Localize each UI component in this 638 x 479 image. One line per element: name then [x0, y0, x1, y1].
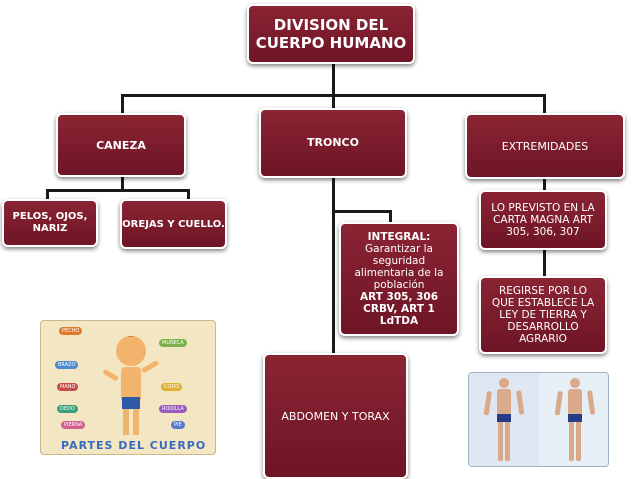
tronco-node: TRONCO [259, 108, 407, 178]
body-parts-poster: PECHO MUÑECA BRAZO CODO MANO RODILLA DED… [40, 320, 216, 455]
extremidades-stem [543, 178, 546, 194]
pelos-label: PELOS, OJOS, NARIZ [12, 211, 88, 234]
anatomy-photo [468, 372, 609, 467]
caneza-stem [121, 176, 124, 192]
integral-heading: INTEGRAL: [367, 231, 431, 243]
integral-ref1: ART 305, 306 [359, 291, 439, 303]
poster-label-pecho: PECHO [59, 327, 83, 335]
cartoon-boy-illustration [103, 336, 159, 435]
extremidades-drop [543, 94, 546, 114]
caneza-drop [121, 94, 124, 114]
abdomen-node: ABDOMEN Y TORAX [263, 353, 408, 479]
poster-title: PARTES DEL CUERPO [61, 439, 207, 452]
integral-ref2: CRBV, ART 1 [363, 303, 435, 315]
human-figure-front-back [469, 373, 608, 466]
extremidades-node: EXTREMIDADES [465, 113, 625, 179]
orejas-node: OREJAS Y CUELLO. [120, 199, 227, 249]
abdomen-label: ABDOMEN Y TORAX [281, 409, 390, 423]
tronco-drop [332, 94, 335, 114]
integral-ref3: LdTDA [379, 315, 419, 327]
caneza-label: CANEZA [96, 139, 146, 152]
orejas-label: OREJAS Y CUELLO. [122, 218, 225, 230]
caneza-bar [46, 189, 190, 192]
poster-label-brazo: BRAZO [55, 361, 79, 369]
pelos-node: PELOS, OJOS, NARIZ [2, 199, 98, 247]
poster-label-codo: CODO [161, 383, 183, 391]
carta-label: LO PREVISTO EN LA CARTA MAGNA ART 305, 3… [491, 202, 595, 238]
poster-label-muneca: MUÑECA [159, 339, 187, 347]
tronco-label: TRONCO [307, 136, 359, 149]
extremidades-label: EXTREMIDADES [501, 139, 589, 153]
poster-label-rodilla: RODILLA [159, 405, 187, 413]
root-title-line1: DIVISION DEL [273, 16, 389, 34]
integral-node: INTEGRAL: Garantizar la seguridad alimen… [339, 222, 459, 336]
root-node: DIVISION DEL CUERPO HUMANO [247, 4, 415, 64]
tronco-branch [332, 210, 392, 213]
root-title-line2: CUERPO HUMANO [255, 34, 407, 52]
poster-label-pie: PIE [171, 421, 185, 429]
carta-node: LO PREVISTO EN LA CARTA MAGNA ART 305, 3… [479, 190, 607, 250]
caneza-left-drop [46, 189, 49, 201]
tronco-branch-drop [389, 210, 392, 224]
extremidades-stem2 [543, 248, 546, 278]
caneza-node: CANEZA [56, 113, 186, 177]
poster-label-pierna: PIERNA [61, 421, 86, 429]
caneza-right-drop [187, 189, 190, 201]
ley-label: REGIRSE POR LO QUE ESTABLECE LA LEY DE T… [491, 285, 595, 345]
poster-label-dedo: DEDO [57, 405, 78, 413]
poster-label-mano: MANO [57, 383, 79, 391]
root-connector [332, 62, 335, 96]
ley-node: REGIRSE POR LO QUE ESTABLECE LA LEY DE T… [479, 276, 607, 354]
tronco-stem [332, 176, 335, 354]
integral-body: Garantizar la seguridad alimentaria de l… [354, 243, 444, 291]
